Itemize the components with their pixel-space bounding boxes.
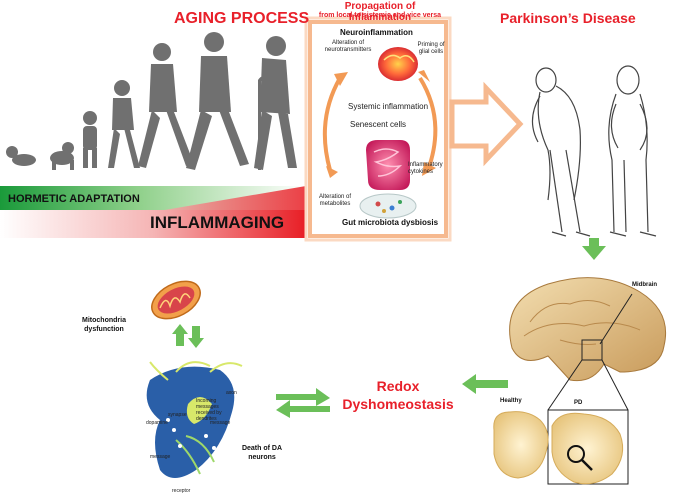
midbrain-zoom-box — [581, 339, 603, 361]
down-arrow-from-mito — [188, 326, 204, 348]
midbrain-label: Midbrain — [632, 282, 657, 288]
sagittal-brain — [509, 277, 667, 382]
senescent-label: Senescent cells — [350, 120, 407, 129]
hormetic-label: HORMETIC ADAPTATION — [8, 193, 140, 205]
pd-slice — [551, 412, 624, 485]
metabolites-label: Alteration of metabolites — [318, 194, 352, 207]
up-arrow-to-mito — [172, 324, 188, 346]
pd-label: PD — [574, 400, 583, 406]
dopamine-label: dopamine — [146, 420, 168, 426]
healthy-label: Healthy — [500, 398, 522, 404]
left-arrow-from-brain — [462, 374, 508, 394]
glial-label: Priming of glial cells — [417, 42, 445, 55]
neuron-illustration — [146, 361, 243, 478]
aging-silhouettes — [6, 32, 297, 170]
neuron-death-label: Death of DA neurons — [241, 445, 283, 461]
to-parkinson-arrow — [449, 81, 524, 167]
inflammaging-wedge — [0, 186, 306, 238]
dysbiosis-label: Gut microbiota dysbiosis — [342, 218, 439, 227]
microbiota-illustration — [359, 193, 417, 219]
gut-illustration — [366, 140, 410, 190]
synapse-label: synapse — [168, 412, 187, 418]
midbrain-pointer — [599, 293, 633, 345]
receptor-label: receptor — [172, 488, 191, 494]
neuroinflammation-label: Neuroinflammation — [340, 28, 413, 37]
cytokines-label: Inflammatory cytokines — [408, 162, 443, 175]
left-arrow-to-neuron — [276, 400, 330, 418]
incoming-label: Incoming messages received by dendrites — [196, 398, 222, 422]
message-label-2: message — [150, 454, 171, 460]
mitochondria-illustration — [151, 280, 201, 320]
brain-illustration — [378, 47, 418, 81]
right-arrow-to-redox — [276, 388, 330, 406]
propagation-title: Propagation of Inflammation — [344, 1, 416, 23]
inflammaging-label: INFLAMMAGING — [150, 213, 285, 232]
down-arrow — [582, 238, 606, 260]
healthy-slice — [493, 411, 549, 479]
parkinson-title: Parkinson’s Disease — [500, 10, 636, 26]
redox-label-line2: Dyshomeostasis — [342, 396, 454, 412]
magnifier-icon — [567, 445, 585, 463]
neurotransmitters-label: Alteration of neurotransmitters — [324, 40, 372, 53]
systemic-label: Systemic inflammation — [348, 102, 429, 111]
propagation-subtitle: from local to sistemic and vice versa — [318, 12, 442, 19]
axon-label: axon — [226, 390, 237, 396]
parkinson-figures — [531, 65, 657, 237]
aging-title: AGING PROCESS — [174, 10, 310, 27]
mito-label: Mitochondria dysfunction — [82, 317, 126, 333]
redox-label-line1: Redox — [376, 378, 420, 394]
propagation-cycle-arrows — [322, 76, 438, 171]
message-label-1: message — [210, 420, 231, 426]
